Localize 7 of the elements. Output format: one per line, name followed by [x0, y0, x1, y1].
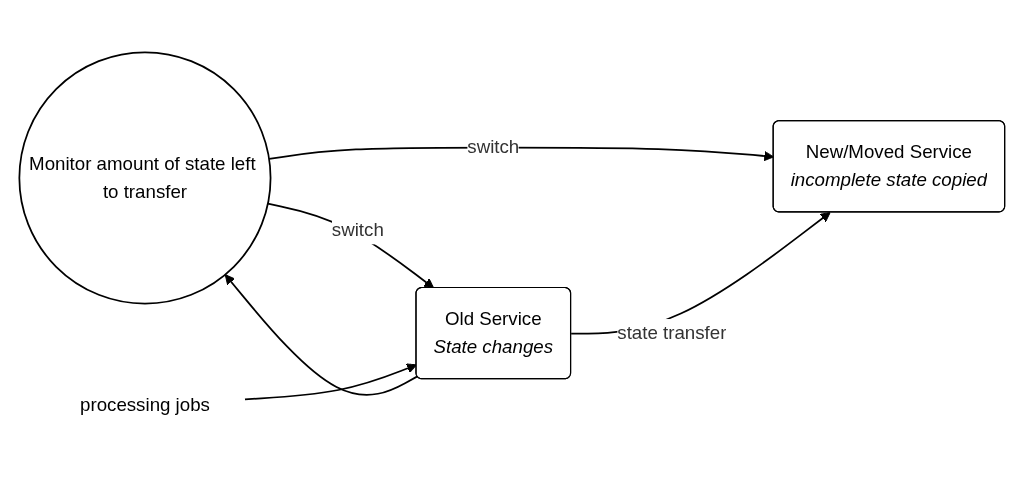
node-text: processing jobs — [80, 395, 210, 416]
node-circle: Monitor amount of state left to transfer — [18, 51, 272, 305]
edge-label: switch — [331, 220, 384, 241]
edge-label: state transfer — [617, 323, 727, 343]
edge-label: switch — [467, 137, 520, 158]
arrow — [267, 203, 435, 289]
arrow — [224, 274, 419, 397]
